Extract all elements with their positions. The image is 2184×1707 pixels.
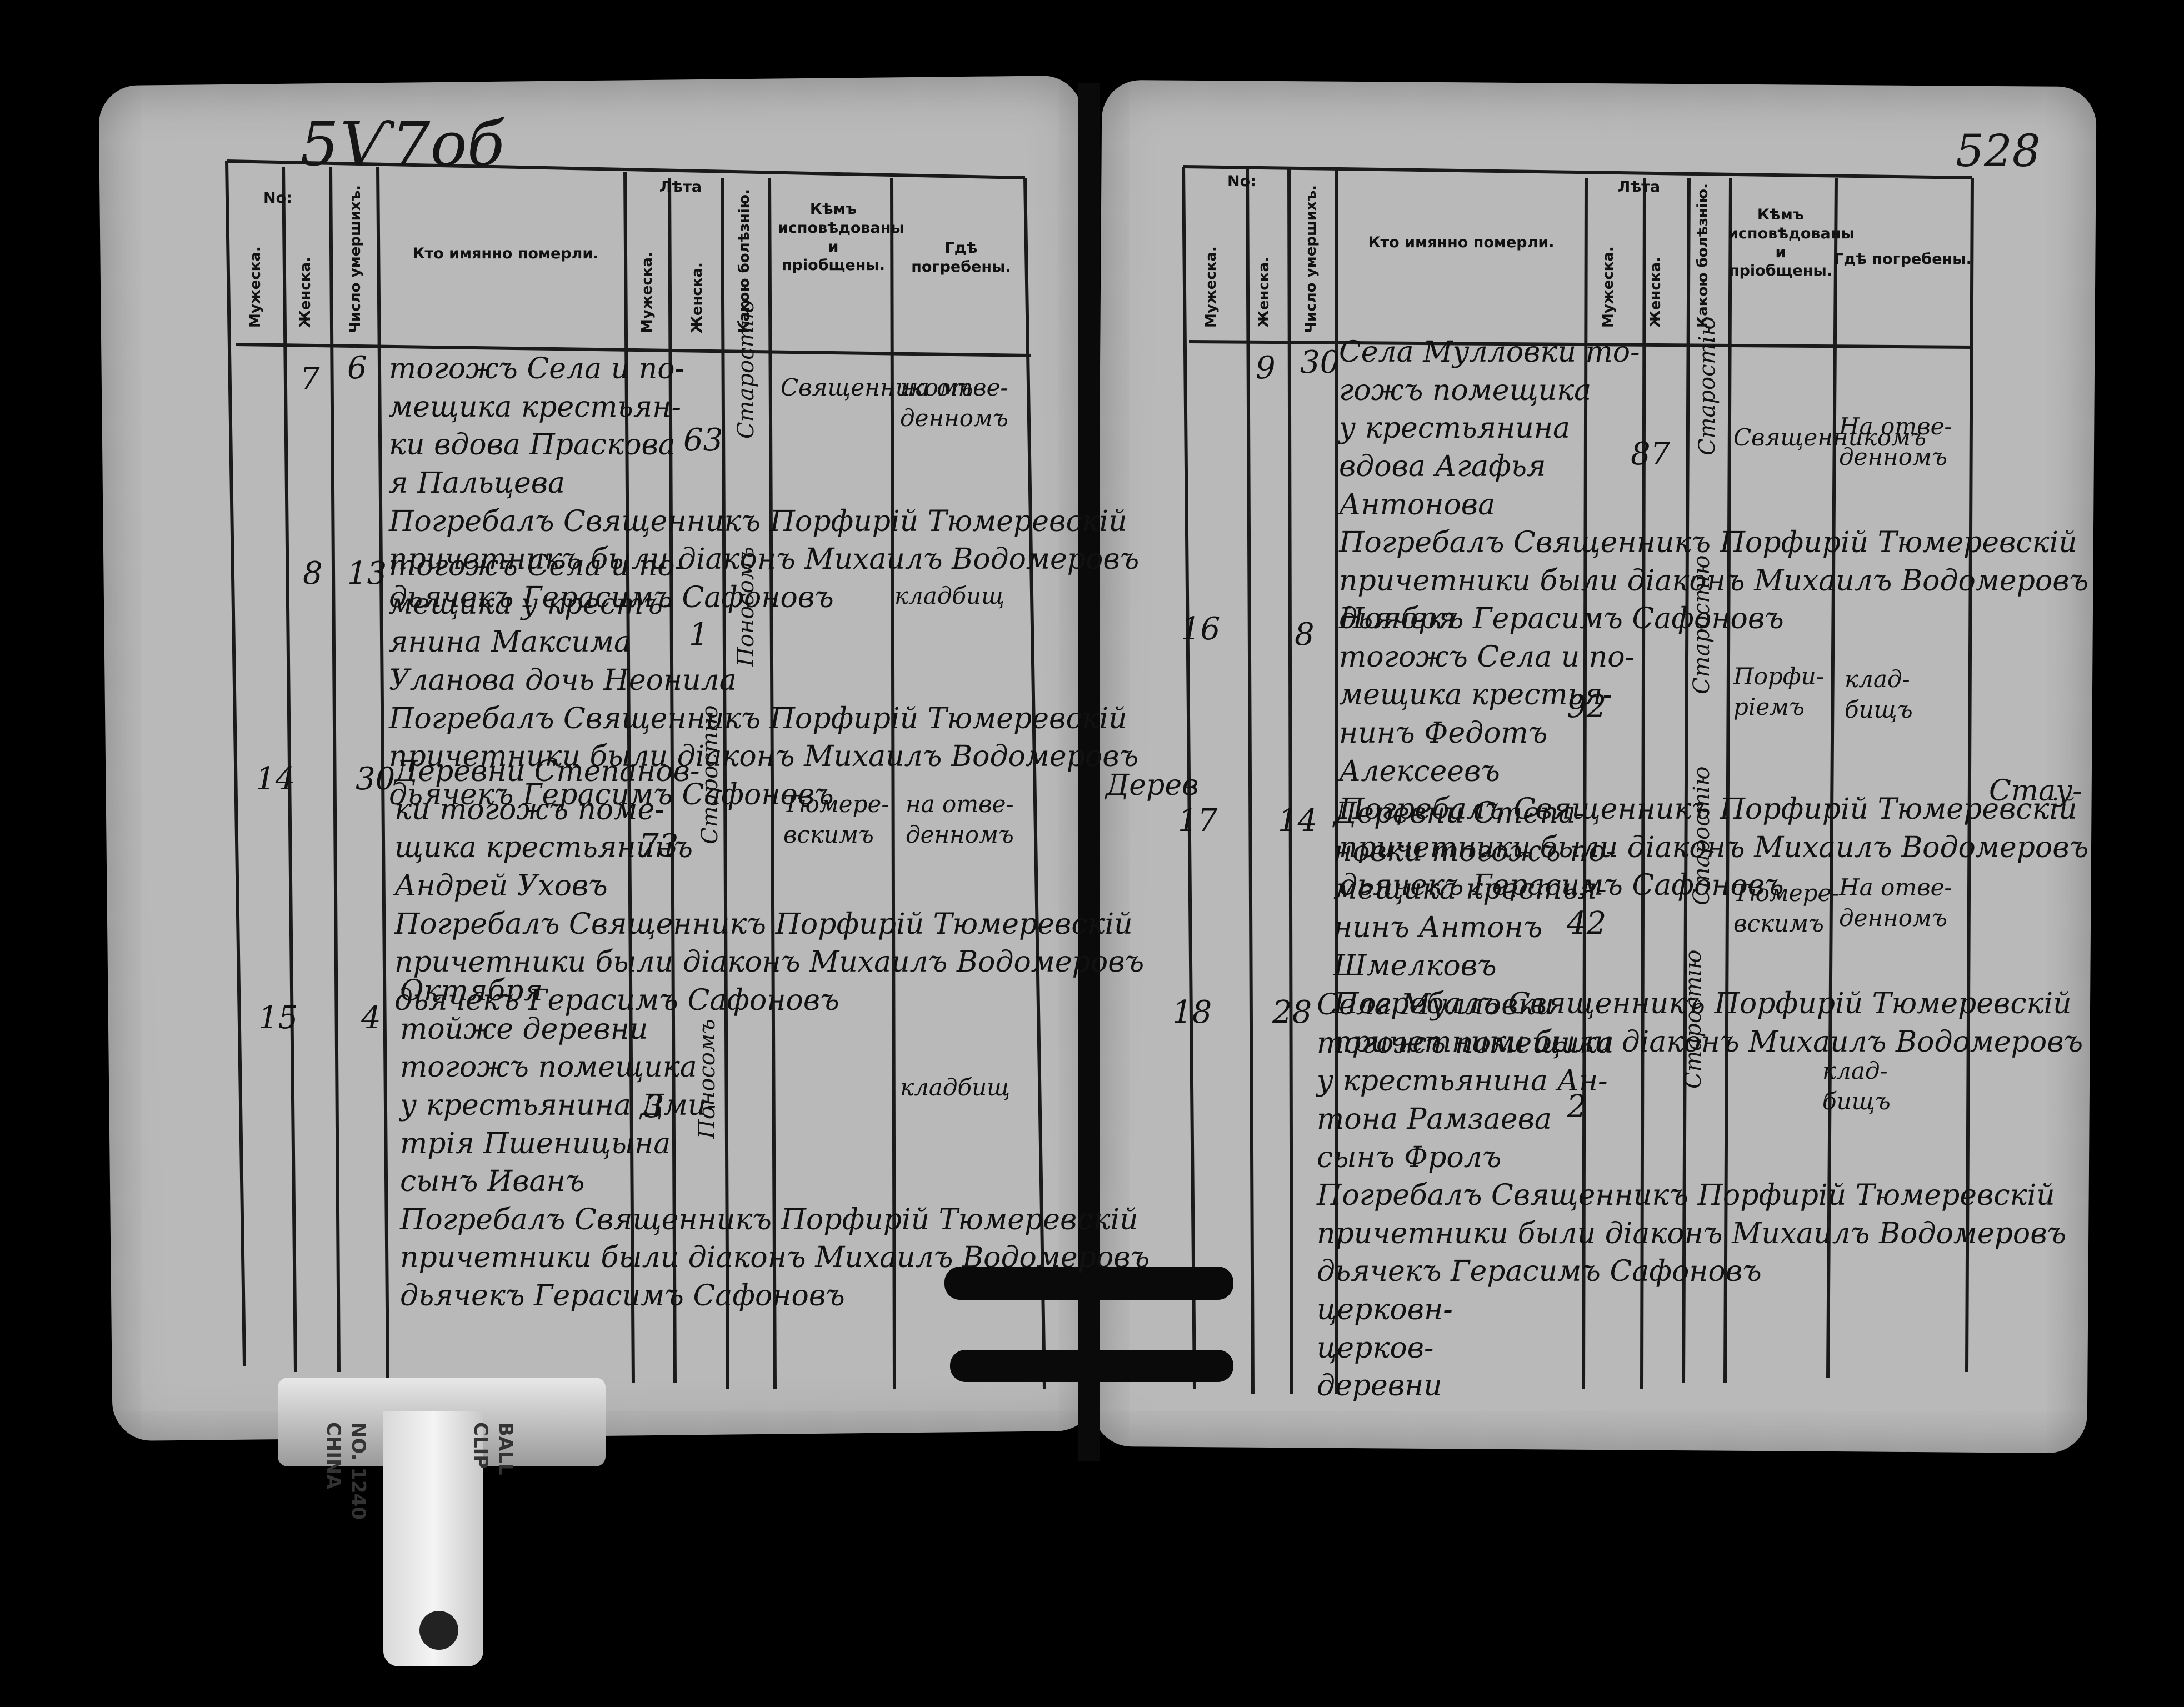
header-male: Мужеска. bbox=[247, 246, 264, 328]
entry-text: тогожъ Села и по- мещика у крестъ- янина… bbox=[389, 549, 1139, 812]
entry-text: Ноября тогожъ Села и по- мещика крестья-… bbox=[1339, 602, 2089, 903]
header-confessor: Кѣмъ исповѣдованы и пріобщены. bbox=[778, 201, 904, 274]
header-who-right: Кто имянно померли. bbox=[1368, 234, 1555, 251]
entry-date: 8 bbox=[1295, 617, 1315, 653]
margin-note-left: Дерев bbox=[1106, 769, 1199, 802]
header-date-right: Число умершихъ. bbox=[1303, 184, 1320, 333]
entry-text: Села Мулловки тогожъ помещика у крестьян… bbox=[1317, 988, 2067, 1403]
entry-burial: кладбищ bbox=[900, 1074, 1011, 1101]
entry-disease: Старостiю bbox=[1681, 949, 1706, 1089]
clip-hole bbox=[419, 1611, 458, 1650]
entry-date: 13 bbox=[347, 555, 387, 592]
header-age-right: Лѣта bbox=[1617, 178, 1661, 196]
entry-disease: Старостiю bbox=[1695, 316, 1720, 455]
entry-date: 30 bbox=[1300, 344, 1340, 381]
entry-burial: На отве- денномъ bbox=[1839, 413, 1952, 471]
clip-origin: CHINA bbox=[322, 1422, 344, 1489]
header-male-right: Мужеска. bbox=[1203, 246, 1220, 328]
entry-text: Октября тойже деревни тогожъ помещика у … bbox=[400, 974, 1150, 1313]
clip-number: NO. 1240 bbox=[347, 1422, 369, 1520]
entry-disease: Старостiю bbox=[1689, 555, 1715, 694]
folio-number-right: 528 bbox=[1956, 125, 2041, 177]
entry-confessor: Тюмере- вскимъ bbox=[783, 790, 889, 849]
clip-brand: BALL bbox=[494, 1422, 517, 1475]
entry-burial: клад- бищъ bbox=[1845, 665, 1913, 724]
header-buried-right: Гдѣ погребены. bbox=[1834, 251, 1972, 268]
entry-male-number: 18 bbox=[1172, 994, 1212, 1030]
header-female: Женска. bbox=[297, 257, 314, 328]
header-age-female: Женска. bbox=[689, 262, 706, 333]
entry-disease: Старостiю bbox=[1689, 766, 1715, 905]
entry-age: 73 bbox=[639, 828, 679, 864]
entry-disease: Старостiю bbox=[697, 705, 723, 844]
header-number: No: bbox=[263, 189, 292, 207]
entry-male-number: 14 bbox=[256, 761, 296, 797]
entry-age: 87 bbox=[1631, 436, 1671, 472]
header-female-right: Женска. bbox=[1256, 257, 1272, 328]
entry-male-number: 16 bbox=[1181, 611, 1221, 647]
header-age-male: Мужеска. bbox=[639, 252, 656, 333]
header-age-male-right: Мужеска. bbox=[1600, 246, 1617, 328]
entry-date: 30 bbox=[356, 761, 396, 797]
folio-number-left: 5Ѵ7об bbox=[300, 108, 504, 179]
entry-confessor: Тюмере- вскимъ bbox=[1733, 879, 1840, 938]
entry-burial: На отве- денномъ bbox=[1839, 874, 1952, 932]
entry-disease: Поносомъ bbox=[694, 1019, 720, 1139]
entry-age: 42 bbox=[1567, 905, 1607, 942]
entry-text: Деревни Степа- новки тогожъ по- мещика к… bbox=[1333, 797, 2083, 1059]
entry-date: 4 bbox=[361, 1000, 381, 1036]
entry-burial: на отве- денномъ bbox=[906, 790, 1014, 849]
clip-model: CLIP bbox=[469, 1422, 492, 1469]
entry-date: 14 bbox=[1278, 803, 1318, 839]
header-age: Лѣта bbox=[659, 178, 702, 196]
header-who: Кто имянно померли. bbox=[412, 245, 599, 262]
header-number-right: No: bbox=[1227, 173, 1256, 190]
entry-age: 3 bbox=[644, 1089, 664, 1125]
entry-confessor: Священникомъ bbox=[781, 374, 973, 401]
entry-text: Села Мулловки то- гожъ помещика у кресть… bbox=[1339, 336, 2089, 636]
entry-female-number: 9 bbox=[1256, 350, 1276, 386]
header-date: Число умершихъ. bbox=[347, 184, 364, 333]
entry-male-number: 17 bbox=[1178, 803, 1218, 839]
header-disease-right: Какою болѣзнію. bbox=[1695, 183, 1711, 328]
entry-female-number: 8 bbox=[303, 555, 323, 592]
entry-date: 28 bbox=[1272, 994, 1312, 1030]
entry-text: Деревни Степанов- ки тогожъ поме- щика к… bbox=[394, 755, 1145, 1017]
header-confessor-right: Кѣмъ исповѣдованы и пріобщены. bbox=[1728, 206, 1855, 280]
entry-disease: Старостiю bbox=[733, 299, 759, 439]
entry-burial: кладбищ bbox=[894, 582, 1005, 609]
entry-age: 2 bbox=[1567, 1089, 1587, 1125]
entry-burial: на отве- денномъ bbox=[900, 374, 1008, 432]
entry-age: 63 bbox=[683, 422, 723, 458]
entry-burial: клад- бищъ bbox=[1822, 1057, 1891, 1115]
margin-note-right: Стау- bbox=[1989, 774, 2082, 808]
header-age-female-right: Женска. bbox=[1647, 257, 1664, 328]
entry-male-number: 15 bbox=[258, 1000, 298, 1036]
entry-confessor: Священникомъ bbox=[1733, 424, 1926, 451]
header-buried: Гдѣ погребены. bbox=[911, 239, 1011, 276]
entry-female-number: 7 bbox=[300, 361, 320, 397]
entry-disease: Поносомъ bbox=[733, 547, 759, 667]
entry-age: 92 bbox=[1567, 689, 1607, 725]
binding-staples bbox=[944, 83, 1233, 1461]
entry-date: 6 bbox=[347, 350, 367, 386]
entry-text: тогожъ Села и по- мещика крестьян- ки вд… bbox=[389, 352, 1140, 614]
entry-confessor: Порфи- рiемъ bbox=[1733, 663, 1824, 721]
entry-age: 1 bbox=[689, 617, 709, 653]
